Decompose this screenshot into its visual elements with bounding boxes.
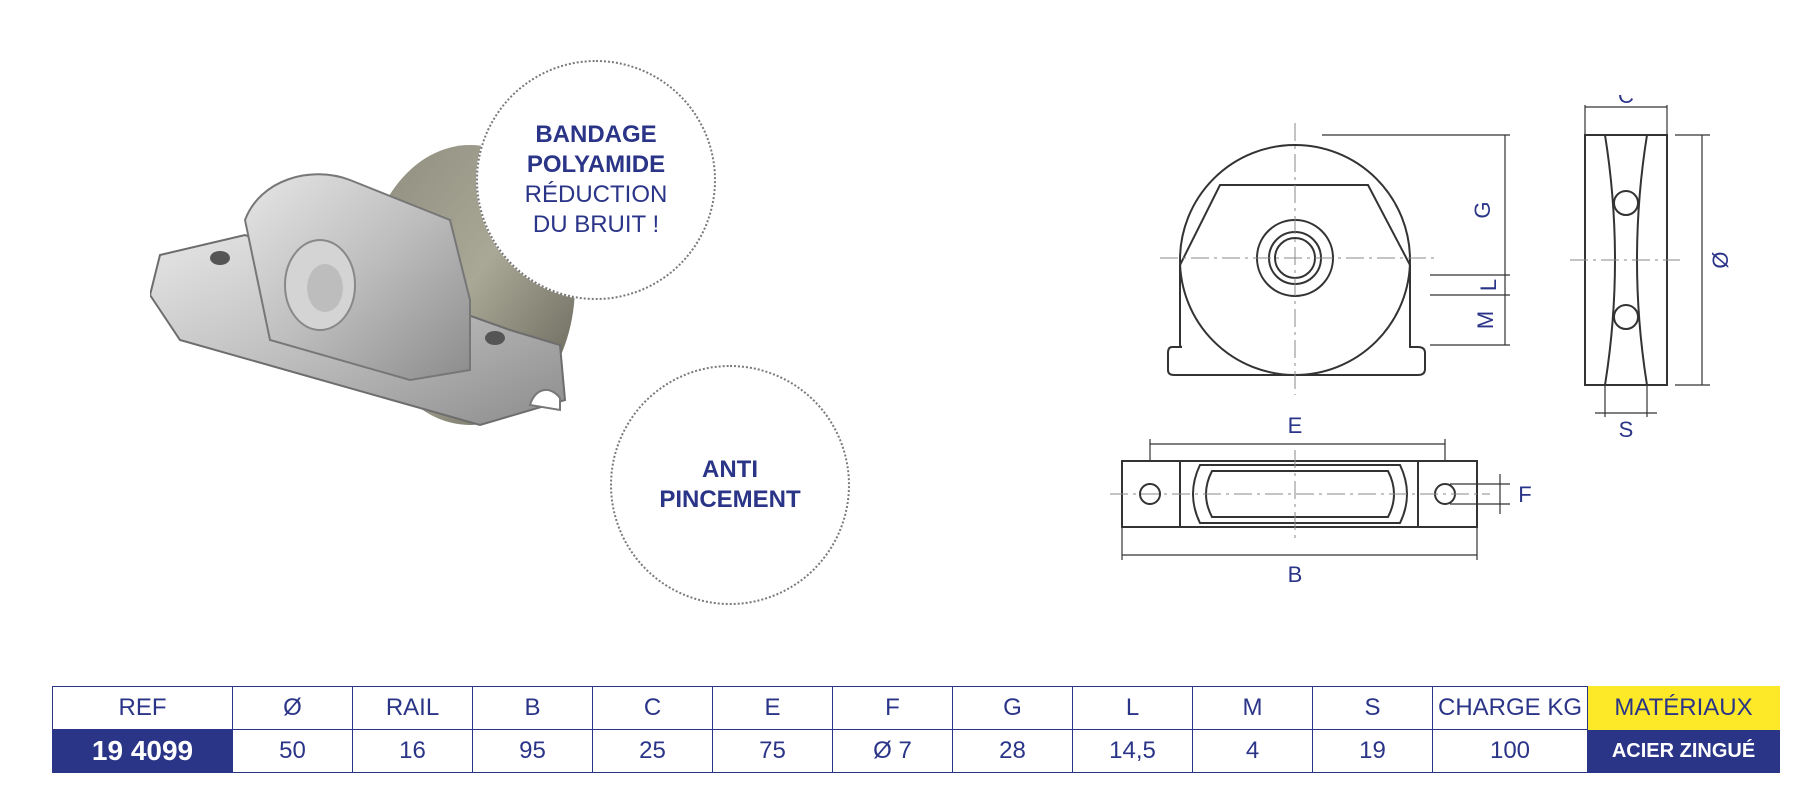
dim-label-f: F: [1518, 482, 1531, 507]
dim-label-m: M: [1473, 311, 1498, 329]
spec-value-cell: 25: [592, 729, 713, 773]
spec-header-cell: L: [1072, 686, 1193, 730]
spec-value-cell: 50: [232, 729, 353, 773]
spec-value-cell: 75: [712, 729, 833, 773]
spec-header-cell: G: [952, 686, 1073, 730]
bracket: [243, 173, 471, 382]
spec-table: REF Ø RAIL B C E F G L M S CHARGE KG MAT…: [52, 686, 1780, 773]
mounting-hole: [485, 331, 505, 345]
spec-header-cell: E: [712, 686, 833, 730]
technical-drawing: G L M C Ø S E B F: [1110, 95, 1733, 587]
callout-line: ANTI: [702, 456, 758, 483]
spec-header-cell: REF: [52, 686, 233, 730]
spec-materials-value: ACIER ZINGUÉ: [1587, 729, 1780, 773]
spec-header-cell: Ø: [232, 686, 353, 730]
dim-label-c: C: [1618, 95, 1634, 108]
dim-label-g: G: [1470, 201, 1495, 218]
callout-line: DU BRUIT !: [532, 211, 660, 238]
spec-value-cell: 100: [1432, 729, 1588, 773]
mounting-hole: [210, 251, 230, 265]
spec-header-materials: MATÉRIAUX: [1587, 686, 1780, 730]
spec-value-cell: Ø 7: [832, 729, 953, 773]
dim-label-diameter: Ø: [1708, 251, 1733, 268]
front-view-bracket: [1167, 184, 1426, 376]
callout-line: PINCEMENT: [659, 486, 801, 513]
spec-value-cell: 14,5: [1072, 729, 1193, 773]
callout-line: POLYAMIDE: [526, 151, 666, 178]
callout-line: BANDAGE: [535, 121, 657, 148]
dim-label-l: L: [1476, 279, 1501, 291]
spec-header-cell: F: [832, 686, 953, 730]
spec-header-row: REF Ø RAIL B C E F G L M S CHARGE KG MAT…: [52, 686, 1780, 730]
dim-label-s: S: [1619, 417, 1634, 442]
spec-value-row: 19 4099 50 16 95 25 75 Ø 7 28 14,5 4 19 …: [52, 729, 1780, 773]
top-view-hole: [1139, 483, 1161, 505]
spec-value-cell: 95: [472, 729, 593, 773]
spec-value-cell: 28: [952, 729, 1073, 773]
spec-value-cell: 16: [352, 729, 473, 773]
spec-header-cell: CHARGE KG: [1432, 686, 1588, 730]
spec-header-cell: RAIL: [352, 686, 473, 730]
spec-header-cell: B: [472, 686, 593, 730]
dim-label-e: E: [1288, 413, 1303, 438]
dim-label-b: B: [1288, 562, 1303, 587]
spec-header-cell: S: [1312, 686, 1433, 730]
callout-noise-reduction: BANDAGE POLYAMIDE RÉDUCTION DU BRUIT !: [476, 60, 716, 300]
spec-ref-value: 19 4099: [52, 729, 233, 773]
spec-value-cell: 19: [1312, 729, 1433, 773]
spec-value-cell: 4: [1192, 729, 1313, 773]
callout-line: RÉDUCTION: [524, 181, 668, 208]
callout-anti-pinch: ANTI PINCEMENT: [610, 365, 850, 605]
spec-header-cell: C: [592, 686, 713, 730]
spec-header-cell: M: [1192, 686, 1313, 730]
